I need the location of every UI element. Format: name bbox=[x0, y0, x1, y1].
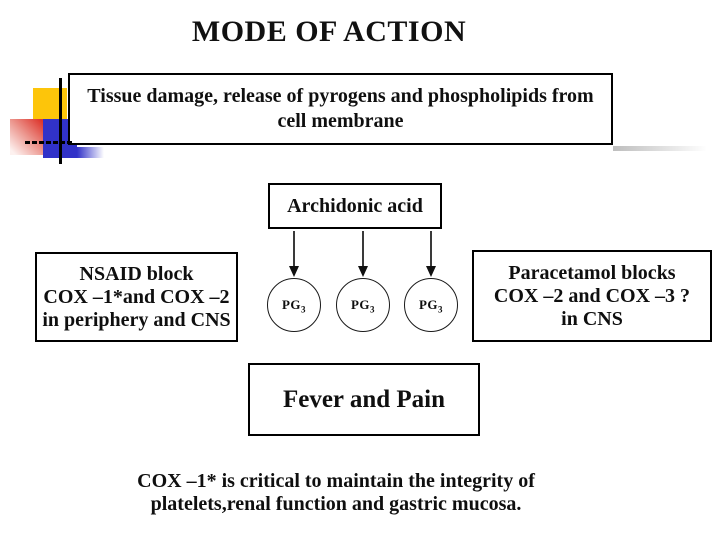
footnote-line-2: platelets,renal function and gastric muc… bbox=[150, 493, 522, 515]
decor-dashed-line bbox=[25, 141, 73, 144]
tissue-damage-line-2: cell membrane bbox=[277, 110, 404, 132]
pg-circle-3: PG3 bbox=[404, 278, 458, 332]
slide-title: MODE OF ACTION bbox=[191, 15, 467, 48]
footnote-line-1: COX –1* is critical to maintain the inte… bbox=[137, 470, 535, 492]
pg-label: PG3 bbox=[418, 297, 444, 315]
decor-vertical-line bbox=[59, 78, 62, 164]
decor-red-square bbox=[10, 119, 46, 155]
arrow-line bbox=[293, 231, 295, 267]
pg-circle-2: PG3 bbox=[336, 278, 390, 332]
nsaid-line-1: NSAID block bbox=[79, 262, 194, 285]
paracetamol-blocks-box: Paracetamol blocks COX –2 and COX –3 ? i… bbox=[472, 250, 712, 342]
nsaid-line-2: COX –1*and COX –2 bbox=[43, 285, 230, 308]
nsaid-line-3: in periphery and CNS bbox=[42, 308, 231, 331]
pg-label: PG3 bbox=[281, 297, 307, 315]
fever-and-pain-box: Fever and Pain bbox=[248, 363, 480, 436]
decor-blue-fade-strip bbox=[77, 147, 104, 158]
pg-label: PG3 bbox=[350, 297, 376, 315]
tissue-damage-box: Tissue damage, release of pyrogens and p… bbox=[68, 73, 613, 145]
arachidonic-acid-box: Archidonic acid bbox=[268, 183, 442, 229]
fever-and-pain-label: Fever and Pain bbox=[282, 385, 446, 413]
arrow-head-icon bbox=[289, 266, 299, 277]
arrow-head-icon bbox=[358, 266, 368, 277]
arachidonic-acid-label: Archidonic acid bbox=[287, 194, 423, 217]
pg-circle-1: PG3 bbox=[267, 278, 321, 332]
tissue-damage-line-1: Tissue damage, release of pyrogens and p… bbox=[87, 85, 594, 107]
paracetamol-line-3: in CNS bbox=[561, 307, 623, 330]
box-shadow-strip bbox=[613, 146, 707, 151]
arrow-line bbox=[362, 231, 364, 267]
paracetamol-line-2: COX –2 and COX –3 ? bbox=[493, 284, 691, 307]
cox1-footnote: COX –1* is critical to maintain the inte… bbox=[95, 470, 577, 516]
arrow-line bbox=[430, 231, 432, 267]
nsaid-block-box: NSAID block COX –1*and COX –2 in periphe… bbox=[35, 252, 238, 342]
arrow-head-icon bbox=[426, 266, 436, 277]
paracetamol-line-1: Paracetamol blocks bbox=[508, 261, 676, 284]
